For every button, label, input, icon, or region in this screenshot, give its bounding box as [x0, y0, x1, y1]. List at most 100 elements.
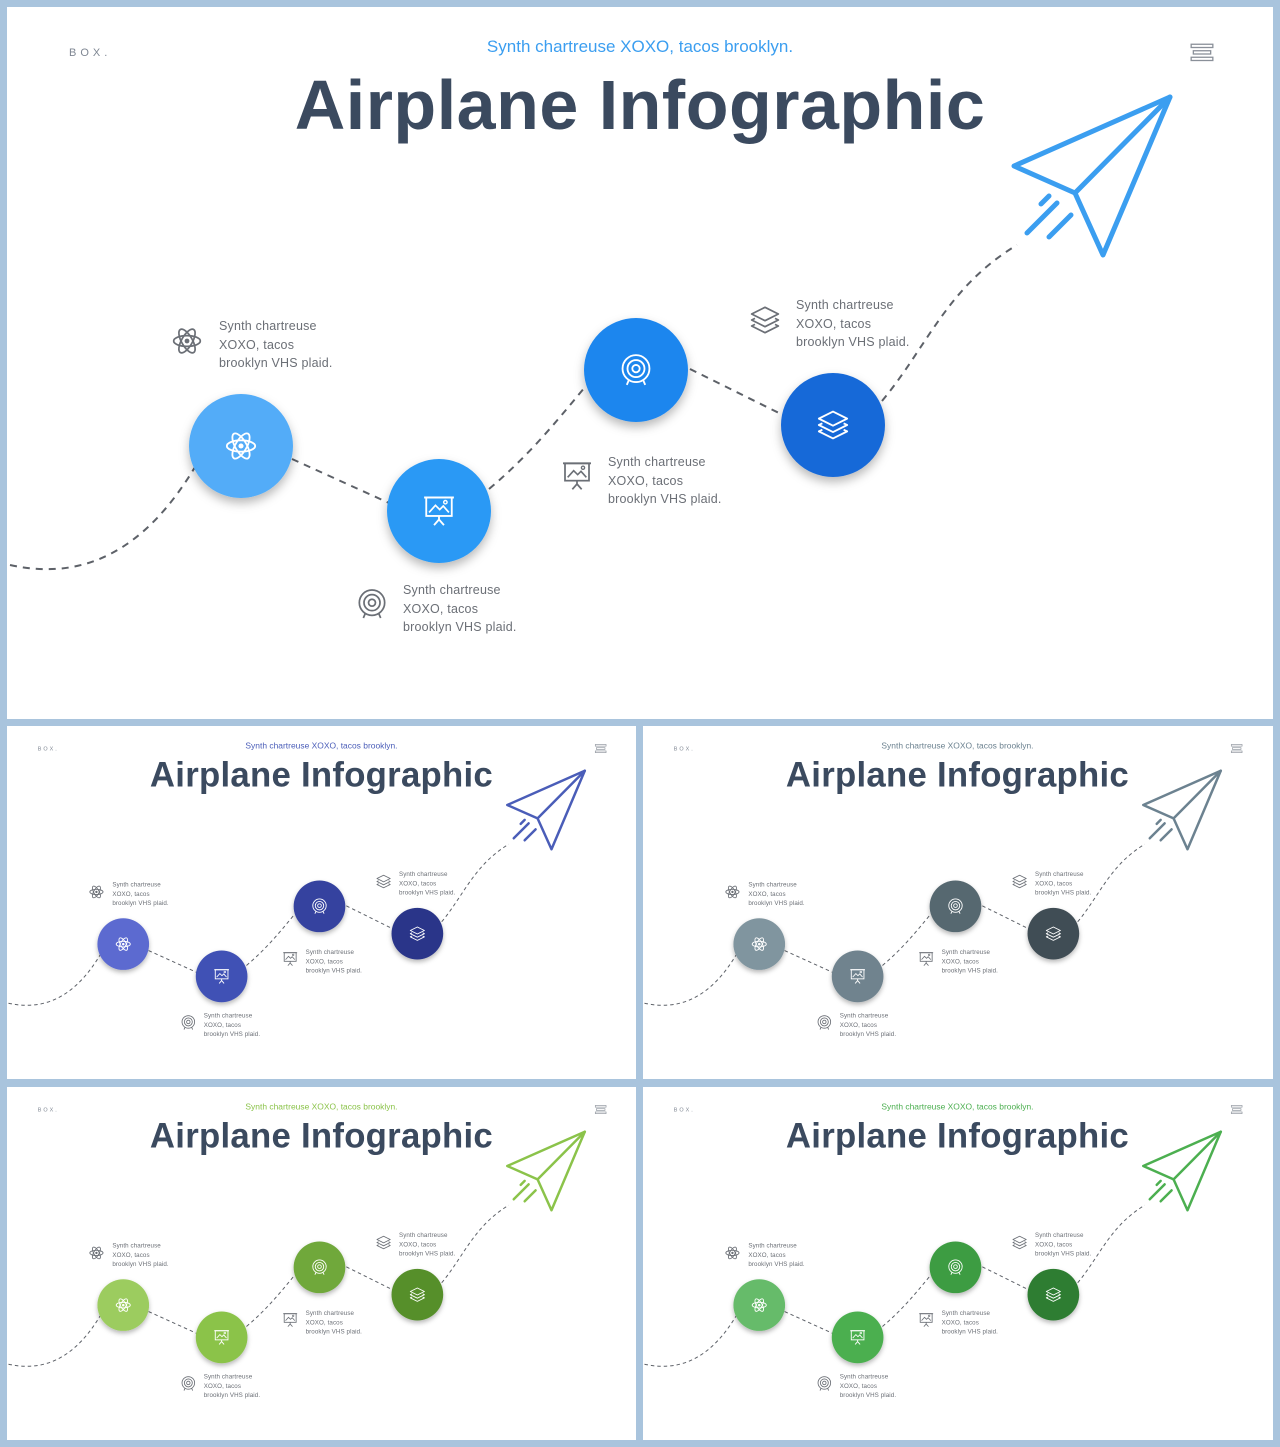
menu-icon[interactable]: [1230, 743, 1243, 758]
presentation-icon: [282, 951, 298, 969]
caption-line: brooklyn VHS plaid.: [748, 1260, 805, 1268]
caption-line: Synth chartreuse: [608, 455, 706, 469]
caption-line: Synth chartreuse: [1034, 1231, 1084, 1239]
caption-line: XOXO, tacos: [112, 1251, 150, 1259]
layers-icon: [409, 1286, 426, 1305]
layers-icon: [749, 304, 781, 341]
step-circle-3: [293, 880, 346, 933]
target-icon: [816, 1376, 832, 1394]
caption-line: Synth chartreuse: [219, 319, 317, 333]
slide-main: BOX. Synth chartreuse XOXO, tacos brookly…: [7, 7, 1273, 719]
atom-icon: [115, 936, 132, 955]
caption-line: brooklyn VHS plaid.: [305, 1327, 363, 1335]
page-title: Airplane Infographic: [149, 1116, 494, 1156]
dashed-flight-path: [8, 843, 510, 1006]
slide-variant-slate: BOX.Synth chartreuse XOXO, tacos brookly…: [643, 726, 1273, 1079]
atom-icon: [88, 884, 104, 902]
caption-line: Synth chartreuse: [748, 1242, 797, 1249]
logo: BOX.: [69, 47, 112, 59]
subtitle: Synth chartreuse XOXO, tacos brooklyn.: [881, 740, 1034, 751]
target-icon: [947, 1259, 964, 1278]
caption-line: Synth chartreuse: [203, 1373, 253, 1381]
step-circle-2: [831, 950, 884, 1003]
dashed-flight-path: [9, 244, 1018, 571]
caption-line: brooklyn VHS plaid.: [398, 1249, 456, 1257]
target-icon: [311, 1259, 328, 1278]
atom-icon: [724, 1245, 740, 1263]
layers-icon: [1012, 1235, 1028, 1253]
caption-line: XOXO, tacos: [1034, 879, 1073, 887]
target-icon: [619, 353, 653, 392]
subtitle: Synth chartreuse XOXO, tacos brooklyn.: [486, 37, 794, 56]
layers-icon: [376, 874, 392, 892]
layers-icon: [1045, 1286, 1062, 1305]
caption-line: Synth chartreuse: [305, 948, 355, 956]
caption-line: Synth chartreuse: [748, 881, 797, 888]
page-title: Airplane Infographic: [294, 66, 986, 144]
caption-line: XOXO, tacos: [608, 473, 684, 488]
slide-content: BOX.Synth chartreuse XOXO, tacos brookly…: [7, 726, 636, 1079]
presentation-icon: [918, 1312, 934, 1330]
atom-icon: [724, 884, 740, 902]
caption-line: XOXO, tacos: [1034, 1240, 1073, 1248]
logo: BOX.: [673, 1106, 695, 1113]
caption-line: Synth chartreuse: [941, 1309, 991, 1317]
caption-line: Synth chartreuse: [112, 881, 161, 888]
caption-line: brooklyn VHS plaid.: [748, 899, 805, 907]
logo: BOX.: [37, 1106, 59, 1113]
caption-line: XOXO, tacos: [748, 890, 786, 898]
caption-line: Synth chartreuse: [796, 298, 894, 312]
atom-icon: [751, 936, 768, 955]
caption-line: brooklyn VHS plaid.: [398, 888, 456, 896]
presentation-icon: [849, 1329, 866, 1348]
caption-line: Synth chartreuse: [305, 1309, 355, 1317]
layers-icon: [1012, 874, 1028, 892]
target-icon: [816, 1015, 832, 1033]
target-icon: [180, 1376, 196, 1394]
caption-line: XOXO, tacos: [305, 957, 343, 965]
step-circle-2: [387, 459, 491, 563]
caption-line: XOXO, tacos: [403, 601, 479, 616]
caption-line: brooklyn VHS plaid.: [305, 966, 363, 974]
menu-icon[interactable]: [1230, 1104, 1243, 1119]
target-icon: [947, 898, 964, 917]
menu-icon[interactable]: [594, 1104, 607, 1119]
paper-airplane-icon: [1142, 1130, 1223, 1212]
caption-line: brooklyn VHS plaid.: [839, 1030, 897, 1038]
slide-variant-green: BOX. Synth chartreuse XOXO, tacos brookly…: [643, 1087, 1273, 1440]
caption-line: brooklyn VHS plaid.: [112, 1260, 169, 1268]
caption-line: brooklyn VHS plaid.: [219, 356, 333, 370]
menu-icon[interactable]: [1189, 41, 1215, 72]
caption-line: Synth chartreuse: [398, 1231, 448, 1239]
subtitle: Synth chartreuse XOXO, tacos brooklyn.: [881, 1101, 1034, 1112]
presentation-icon: [282, 1312, 298, 1330]
caption-line: brooklyn VHS plaid.: [1034, 1249, 1092, 1257]
slide-content: BOX. Synth chartreuse XOXO, tacos brookly…: [643, 1087, 1272, 1440]
caption-line: Synth chartreuse: [112, 1242, 161, 1249]
caption-line: Synth chartreuse: [203, 1012, 253, 1020]
step-circle-2: [831, 1311, 884, 1364]
subtitle: Synth chartreuse XOXO, tacos brooklyn.: [245, 1101, 398, 1112]
subtitle: Synth chartreuse XOXO, tacos brooklyn.: [245, 740, 398, 751]
caption-line: Synth chartreuse: [403, 583, 501, 597]
menu-icon[interactable]: [594, 743, 607, 758]
target-icon: [356, 588, 388, 625]
page-title: Airplane Infographic: [785, 1116, 1130, 1156]
caption-line: XOXO, tacos: [398, 879, 437, 887]
dashed-flight-path: [644, 1204, 1146, 1367]
presentation-icon: [213, 1329, 230, 1348]
